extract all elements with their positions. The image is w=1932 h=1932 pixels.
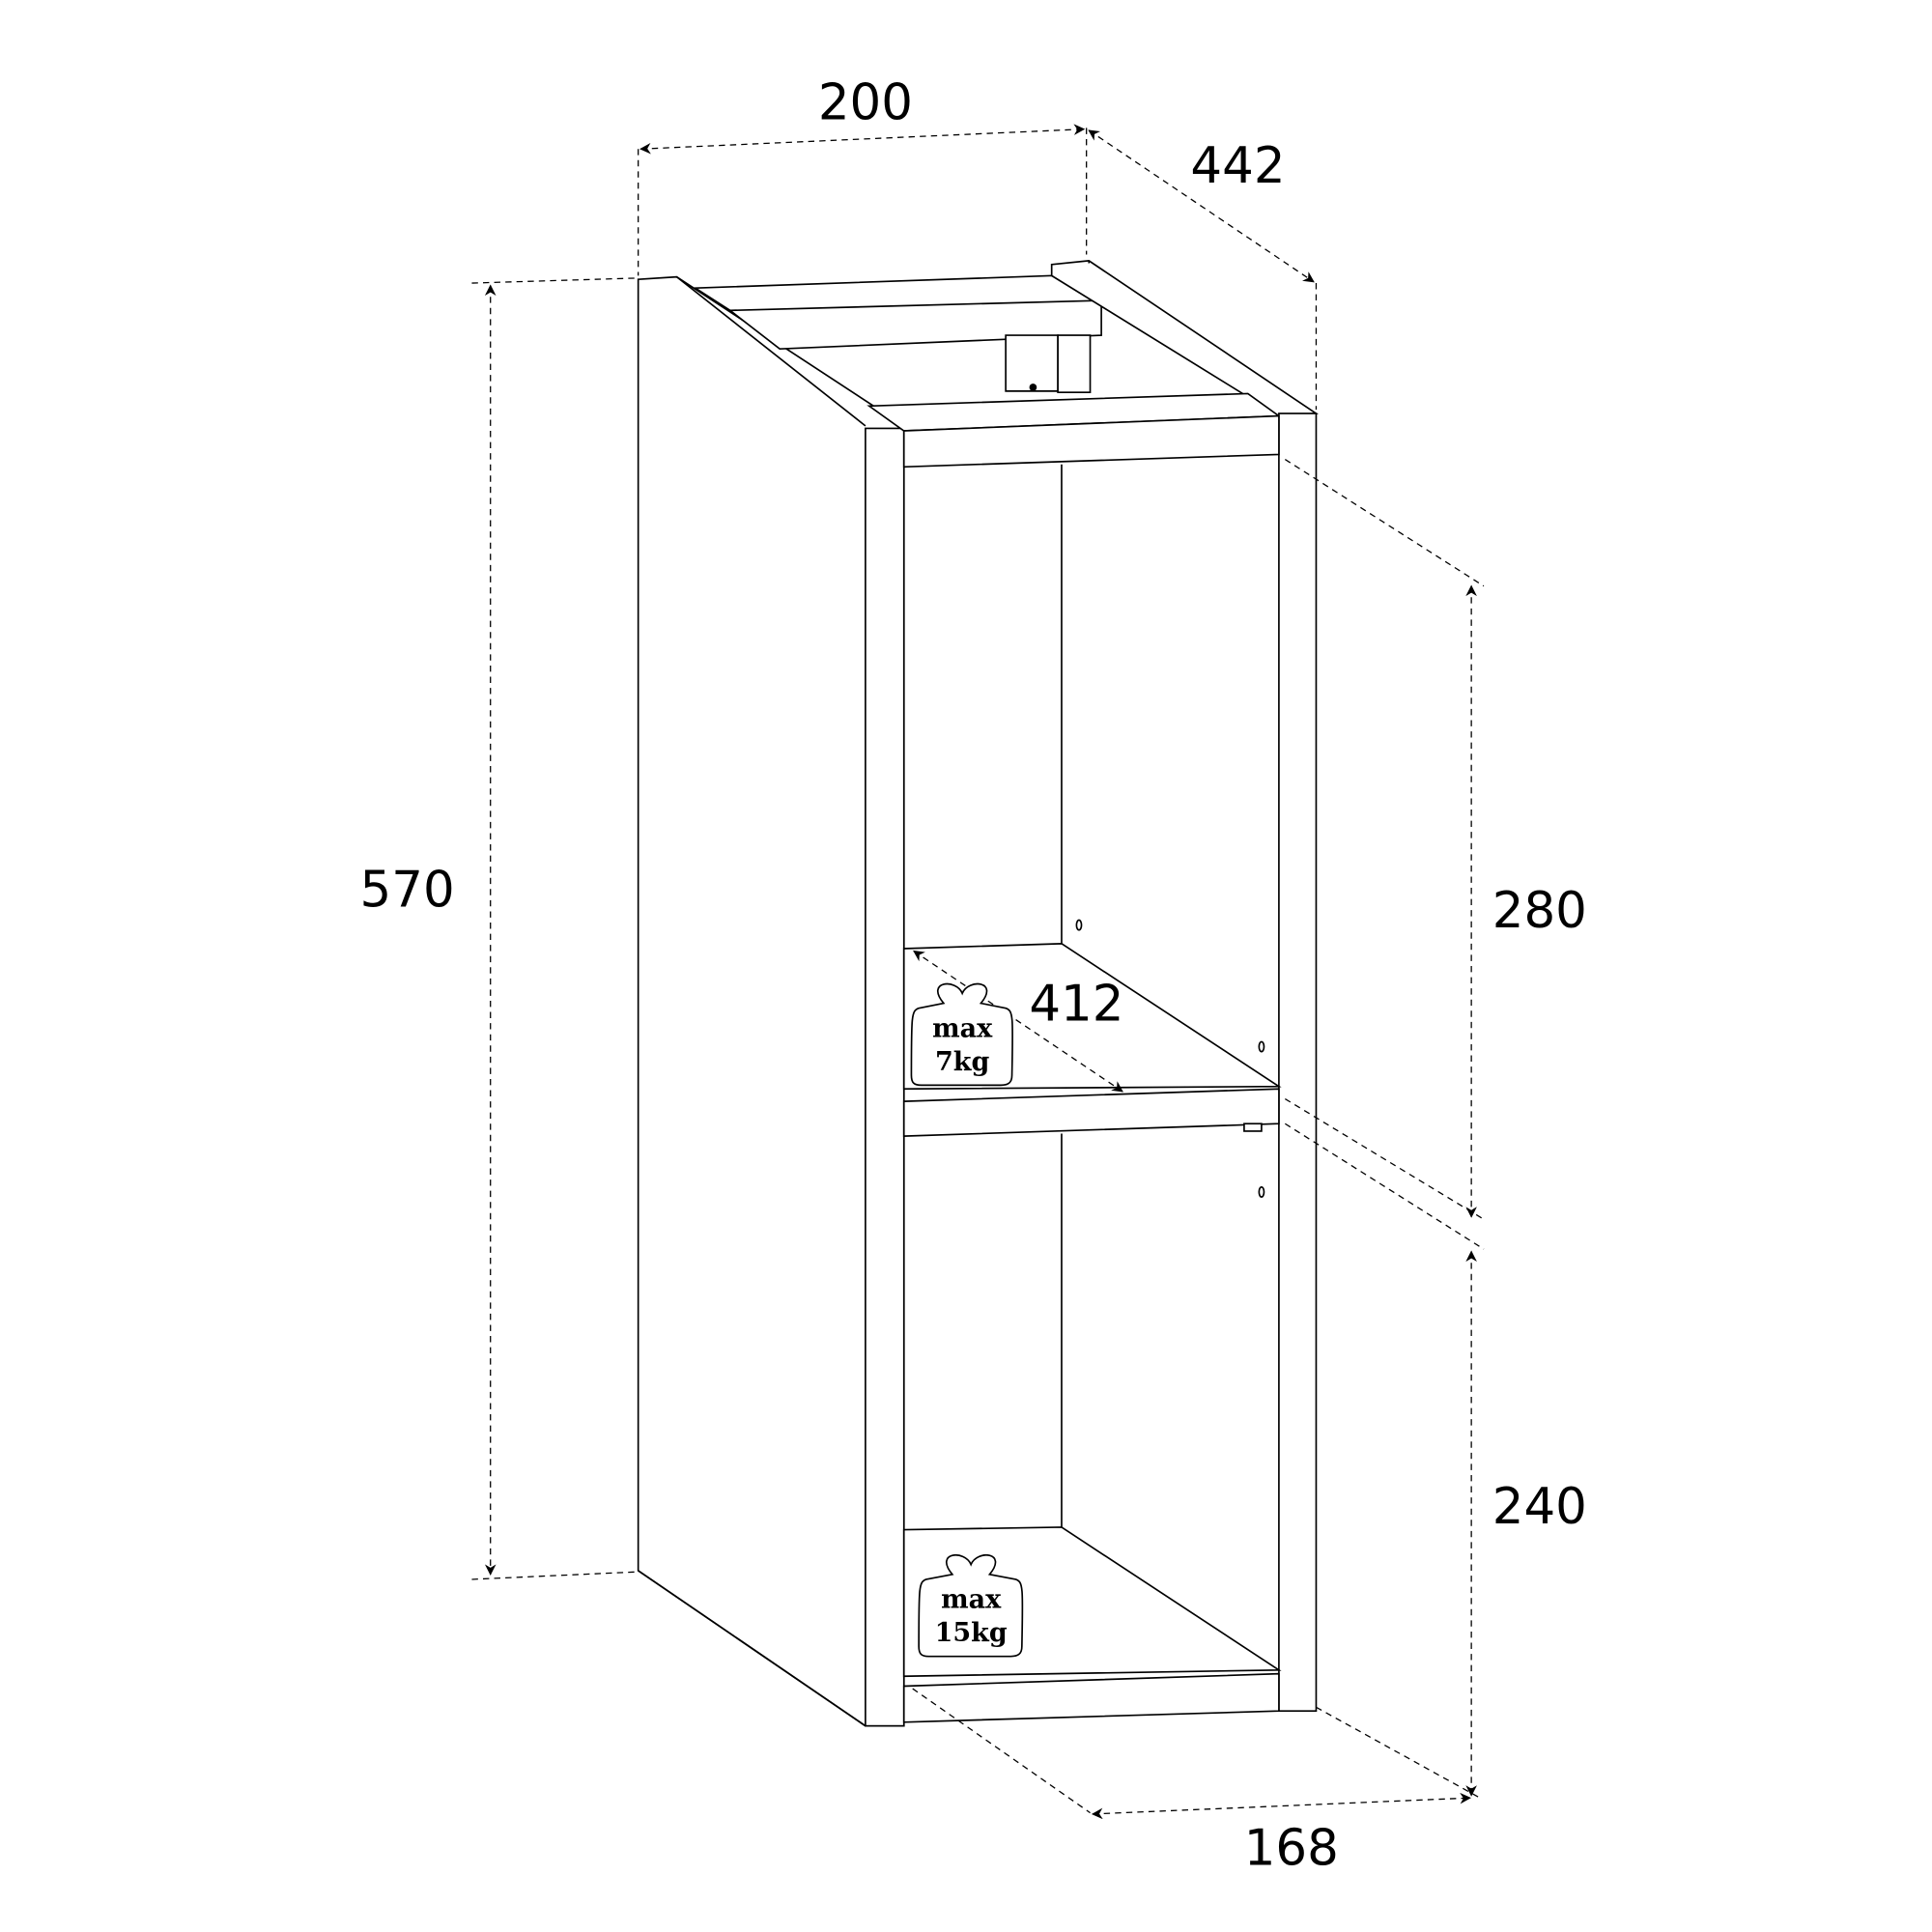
weight-limit-value: 15kg bbox=[935, 1618, 1008, 1648]
middle-shelf-front bbox=[902, 1088, 1280, 1137]
weight-limit-value: 7kg bbox=[935, 1047, 989, 1077]
shelf-depth-dimension-line bbox=[913, 950, 1123, 1093]
dimension-lines bbox=[484, 124, 1477, 1820]
depth-dimension-line bbox=[1088, 129, 1315, 283]
bottom-front-rail bbox=[902, 1672, 1280, 1723]
inner-width-dimension-line bbox=[1091, 1792, 1472, 1820]
width-dimension-line bbox=[639, 124, 1086, 155]
depth-label: 442 bbox=[1190, 137, 1285, 195]
inner-width-label: 168 bbox=[1244, 1820, 1339, 1878]
shelf-depth-label: 412 bbox=[1029, 976, 1123, 1034]
lower-compartment-label: 240 bbox=[1492, 1478, 1587, 1536]
top-front-rail bbox=[902, 414, 1280, 469]
weight-limit-line1: max bbox=[941, 1585, 1002, 1615]
weight-icon-bottom: max 15kg bbox=[918, 1554, 1024, 1658]
left-panel-front-edge bbox=[865, 427, 905, 1727]
right-side-panel bbox=[1050, 260, 1319, 417]
left-side-panel bbox=[637, 275, 905, 1727]
width-label: 200 bbox=[818, 73, 913, 131]
extension-lines bbox=[471, 128, 1485, 1814]
weight-icon-shelf: max 7kg bbox=[910, 982, 1014, 1087]
height-label: 570 bbox=[360, 861, 455, 919]
weight-limit-line1: max bbox=[932, 1013, 993, 1043]
hanging-bracket bbox=[1005, 334, 1059, 392]
right-panel-front-edge bbox=[1278, 412, 1318, 1713]
upper-compartment-label: 280 bbox=[1492, 882, 1587, 940]
